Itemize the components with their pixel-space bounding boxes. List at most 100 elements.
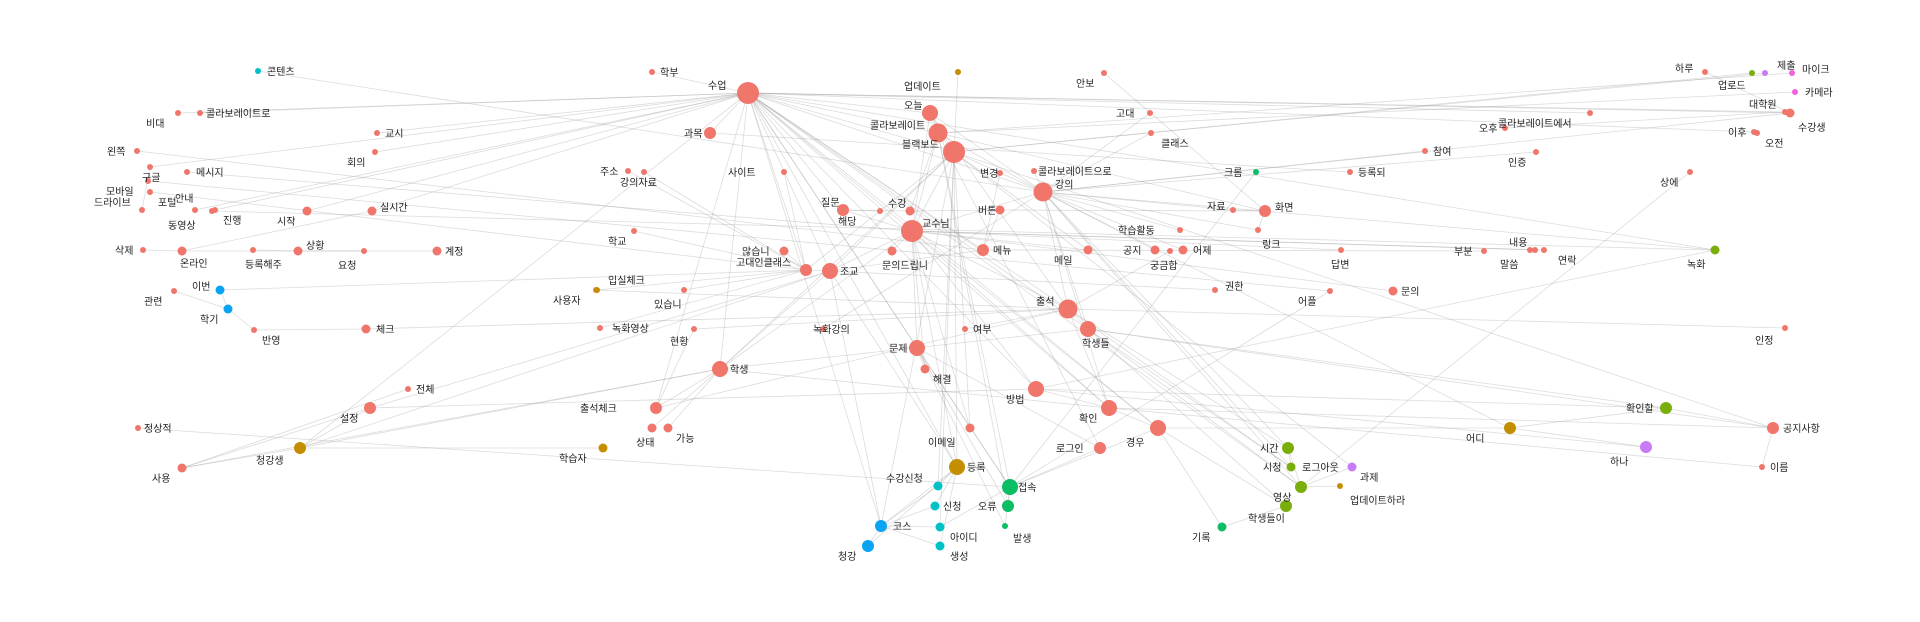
graph-edge <box>1103 72 1266 212</box>
graph-node <box>1083 245 1093 255</box>
graph-edge <box>1042 150 1426 193</box>
graph-edge <box>253 328 367 331</box>
graph-edge <box>369 388 1037 409</box>
graph-edge <box>643 171 807 271</box>
graph-edge <box>683 269 807 291</box>
node-label: 업데이트하라 <box>1350 494 1405 507</box>
graph-edge <box>999 209 1266 212</box>
node-label: 어플 <box>1298 296 1316 308</box>
node-label: 강의자료 <box>620 177 657 189</box>
graph-edge <box>937 132 1266 212</box>
node-label: 청강 <box>838 551 856 563</box>
node-label: 기록 <box>1192 532 1210 544</box>
graph-node <box>1532 247 1538 253</box>
graph-edge <box>747 92 931 114</box>
graph-node <box>663 423 673 433</box>
graph-node <box>1148 130 1154 136</box>
node-label: 내용 <box>1509 237 1527 249</box>
node-label: 정상적 <box>144 423 172 435</box>
node-label: 해결 <box>933 373 951 386</box>
graph-node <box>1150 245 1160 255</box>
graph-edge <box>214 92 749 211</box>
node-label: 온라인 <box>180 258 208 270</box>
graph-edge <box>365 308 1069 330</box>
node-label: 등록 <box>967 462 985 474</box>
node-label: 드라이브 <box>94 197 131 209</box>
graph-edge <box>911 230 1110 409</box>
graph-edge <box>747 92 1716 251</box>
graph-edge <box>953 151 1089 251</box>
node-label: 문제 <box>889 343 907 355</box>
graph-node <box>598 443 608 453</box>
node-label: 강의 <box>1055 179 1073 191</box>
node-label: 부분 <box>1454 246 1472 258</box>
graph-edge <box>136 150 984 251</box>
graph-node <box>405 386 411 392</box>
node-label: 현황 <box>670 336 688 348</box>
node-label: 공지 <box>1123 245 1141 257</box>
node-label: 문의 <box>1401 286 1419 298</box>
node-label: 이후 <box>1728 127 1746 139</box>
graph-edge <box>1509 407 1667 429</box>
graph-edge <box>1009 447 1101 488</box>
graph-edge <box>1108 407 1159 429</box>
graph-node <box>691 326 697 332</box>
graph-node <box>779 246 789 256</box>
graph-node <box>935 522 945 532</box>
graph-edge <box>982 172 1001 251</box>
graph-node <box>1212 287 1218 293</box>
graph-node <box>781 169 787 175</box>
node-label: 이름 <box>1770 462 1788 474</box>
graph-edge <box>937 132 1011 488</box>
graph-edge <box>937 91 1796 134</box>
graph-edge <box>1300 466 1353 488</box>
graph-edge <box>747 92 807 271</box>
graph-node <box>977 244 989 256</box>
graph-node <box>1702 69 1708 75</box>
node-label: 궁금합 <box>1150 260 1178 272</box>
graph-edge <box>257 70 1044 193</box>
node-label: 구글 <box>142 172 160 184</box>
node-label: 콜라보레이트으로 <box>1038 166 1112 178</box>
node-label: 등록해주 <box>245 258 282 271</box>
graph-edge <box>1087 328 1287 507</box>
graph-node <box>1080 321 1096 337</box>
graph-node <box>822 263 838 279</box>
node-label: 크롬 <box>1224 167 1242 179</box>
edge-layer <box>136 70 1796 547</box>
graph-edge <box>1042 191 1511 429</box>
graph-edge <box>1009 171 1257 488</box>
graph-edge <box>1067 308 1291 468</box>
node-label: 비대 <box>146 118 164 130</box>
node-label: 출석체크 <box>580 403 617 415</box>
graph-node <box>372 149 378 155</box>
graph-edge <box>1042 191 1184 251</box>
graph-node <box>1785 108 1795 118</box>
graph-node <box>1687 169 1693 175</box>
node-label: 권한 <box>1225 281 1243 293</box>
graph-edge <box>1042 191 1069 310</box>
graph-edge <box>194 92 749 211</box>
graph-edge <box>916 347 1011 488</box>
graph-edge <box>655 92 749 409</box>
graph-edge <box>911 230 1342 251</box>
node-label: 인정 <box>1755 335 1773 347</box>
graph-edge <box>369 270 831 409</box>
node-label: 화면 <box>1275 202 1293 214</box>
node-label: 연락 <box>1558 255 1576 267</box>
graph-node <box>1167 248 1173 254</box>
graph-edge <box>829 249 984 272</box>
graph-edge <box>747 92 913 232</box>
graph-node <box>1259 205 1271 217</box>
graph-edge <box>1042 151 1537 193</box>
node-label: 오전 <box>1765 138 1783 150</box>
graph-edge <box>747 92 984 251</box>
node-label: 학생들 <box>1082 338 1110 350</box>
node-label: 반영 <box>262 335 280 347</box>
node-label: 업데이트 <box>904 80 941 93</box>
graph-edge <box>829 270 958 468</box>
graph-edge <box>1504 111 1786 129</box>
graph-edge <box>939 486 1011 528</box>
graph-edge <box>1042 191 1234 211</box>
node-label: 오늘 <box>904 100 922 112</box>
